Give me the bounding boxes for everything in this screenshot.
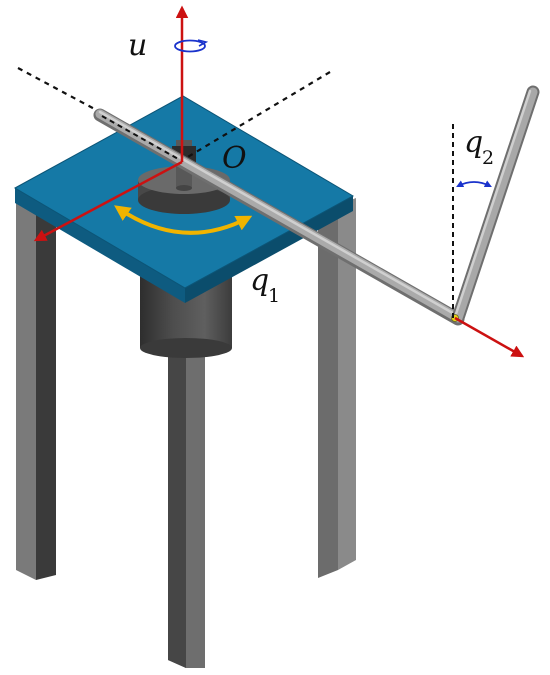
joint1-label: q 1 bbox=[250, 263, 280, 307]
joint2-label: q 2 bbox=[464, 125, 494, 169]
joint2-label-subscript: 2 bbox=[482, 147, 494, 169]
joint1-label-subscript: 1 bbox=[268, 285, 280, 307]
arm-axis-dashed bbox=[101, 115, 181, 161]
horizontal-axis-arrow bbox=[33, 160, 183, 242]
table-leg-left bbox=[16, 196, 56, 580]
joint2-label-base: q bbox=[464, 125, 483, 160]
input-rotation-indicator bbox=[174, 39, 209, 53]
input-label: u bbox=[128, 28, 147, 63]
reference-line-a bbox=[17, 67, 187, 159]
table-leg-right bbox=[318, 198, 356, 578]
pendulum-angle-indicator bbox=[456, 180, 492, 187]
pendulum-rod bbox=[451, 85, 540, 325]
pendulum-axis-arrow bbox=[454, 316, 525, 358]
origin-label: O bbox=[222, 141, 247, 176]
base-rotation-arrow bbox=[114, 205, 253, 235]
reference-line-b bbox=[185, 71, 331, 159]
joint1-label-base: q bbox=[250, 263, 269, 298]
table-leg-back bbox=[168, 272, 205, 668]
